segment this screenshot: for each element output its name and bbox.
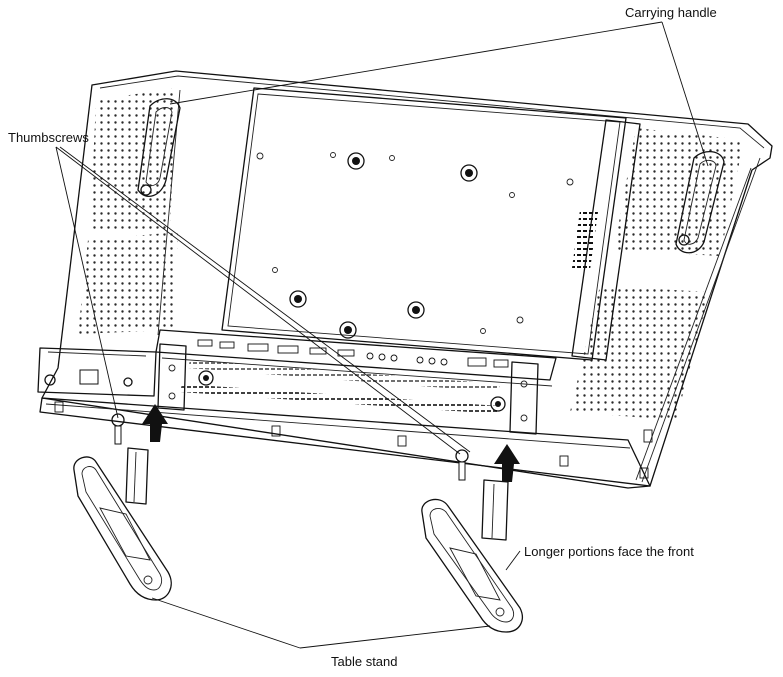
right-insert-arrow	[494, 444, 520, 482]
table-stand-label: Table stand	[331, 654, 398, 669]
right-lower-vent	[570, 286, 710, 420]
side-slot-vent	[572, 210, 598, 270]
left-carrying-handle	[137, 98, 181, 197]
longer-portions-label: Longer portions face the front	[524, 544, 694, 559]
right-carrying-handle	[675, 151, 725, 254]
monitor-rear-panel	[39, 70, 773, 489]
left-insert-arrow	[142, 404, 168, 442]
center-mounting-plate	[221, 87, 627, 361]
left-mount-bracket	[37, 343, 187, 411]
carrying-handle-label: Carrying handle	[625, 5, 717, 20]
leader-lines	[55, 21, 709, 649]
right-thumbscrew	[455, 449, 469, 481]
vesa-mounting-holes	[256, 152, 574, 339]
connector-panel	[155, 329, 557, 381]
left-table-stand	[73, 447, 172, 601]
thumbscrews-label: Thumbscrews	[8, 130, 89, 145]
right-upper-vent	[614, 128, 744, 256]
left-lower-vent	[78, 232, 178, 334]
right-table-stand	[421, 479, 523, 633]
io-ports	[197, 339, 509, 368]
left-thumbscrew	[111, 413, 125, 445]
right-mount-bracket	[198, 361, 539, 435]
